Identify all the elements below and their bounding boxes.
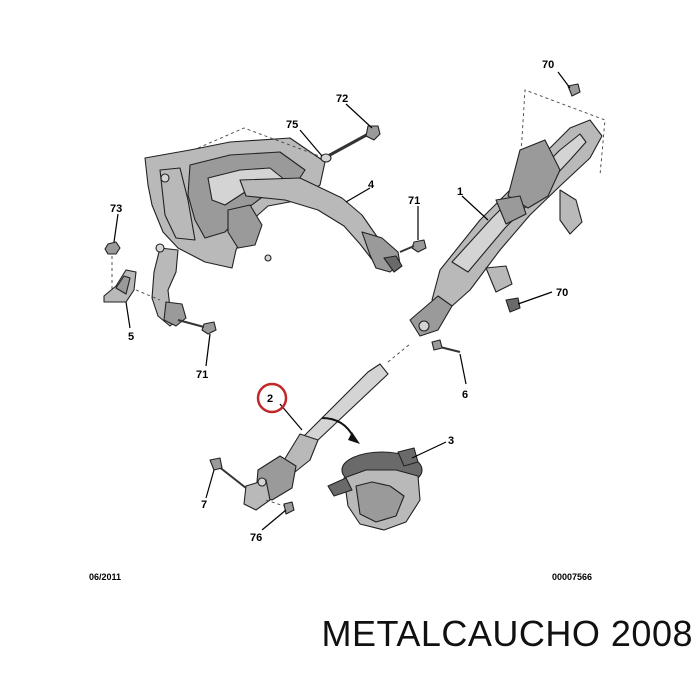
callout-3: 3 (448, 435, 454, 447)
callout-4: 4 (368, 179, 375, 191)
callout-75: 75 (286, 119, 298, 131)
part-71-bolt-right (399, 239, 427, 253)
callout-70-top: 70 (542, 59, 554, 71)
callout-7: 7 (201, 499, 207, 511)
part-5-clip (103, 269, 161, 303)
callout-70-right: 70 (556, 287, 568, 299)
callout-73: 73 (110, 203, 122, 215)
part-73-nut (104, 241, 121, 290)
part-71-bolt-left (177, 319, 217, 335)
callout-2: 2 (267, 393, 273, 405)
callout-76: 76 (250, 532, 262, 544)
callout-1: 1 (457, 186, 463, 198)
part-1-steering-column (409, 83, 606, 337)
brand-text: METALCAUCHO 2008 (321, 613, 693, 654)
footer-reference: 00007566 (552, 572, 592, 582)
part-75-washer (320, 153, 332, 163)
part-3-bellows-boot (321, 417, 423, 531)
footer-date: 06/2011 (89, 572, 121, 582)
callout-71-right: 71 (408, 195, 420, 207)
part-6-bolt (431, 339, 461, 353)
part-72-bolt (327, 125, 381, 158)
leader-lines (113, 71, 571, 531)
part-2-intermediate-shaft (243, 343, 411, 511)
highlight-circle (256, 382, 288, 414)
part-4-mounting-bracket (144, 127, 403, 327)
part-7-bolt (209, 457, 247, 489)
callout-72: 72 (336, 93, 348, 105)
callout-71-left: 71 (196, 369, 208, 381)
callout-5: 5 (128, 331, 134, 343)
callout-6: 6 (462, 389, 468, 401)
part-76-nut (265, 499, 295, 515)
